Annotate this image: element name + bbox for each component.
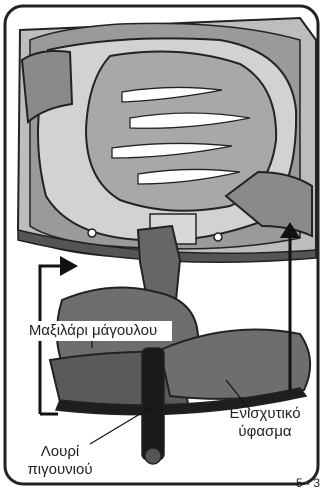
- label-chin-strap-line1: Λουρί: [10, 443, 110, 461]
- label-chin-strap-line2: πιγουνιού: [10, 461, 110, 479]
- label-fabric-line2: ύφασμα: [215, 423, 315, 441]
- page-number: 5 - 3: [280, 477, 320, 489]
- label-reinforcing-fabric: Ενισχυτικό ύφασμα: [215, 405, 315, 441]
- label-fabric-line1: Ενισχυτικό: [215, 405, 315, 423]
- chin-strap: [142, 348, 164, 464]
- label-chin-strap: Λουρί πιγουνιού: [10, 443, 110, 479]
- label-cheek-pad: Μαξιλάρι μάγουλου: [14, 321, 172, 341]
